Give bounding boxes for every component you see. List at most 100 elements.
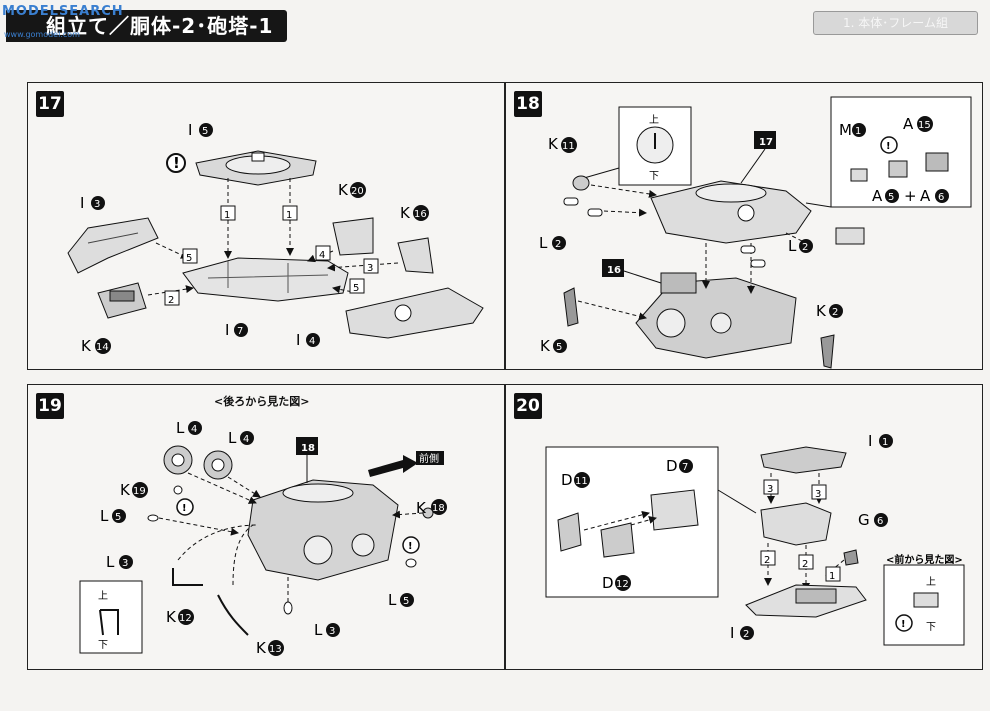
svg-text:3: 3	[122, 558, 128, 569]
step-18-diagram: 上 下 17 16	[539, 96, 972, 369]
svg-text:19: 19	[133, 486, 146, 497]
part-l5b	[405, 558, 417, 568]
step-17-panel: 17 !	[27, 82, 505, 370]
svg-text:11: 11	[562, 141, 575, 152]
svg-text:17: 17	[759, 137, 773, 148]
svg-text:I: I	[730, 624, 734, 642]
part-k11	[572, 175, 590, 191]
part-i3	[67, 217, 159, 274]
svg-text:4: 4	[191, 424, 197, 435]
svg-text:L: L	[106, 553, 115, 571]
svg-text:D: D	[602, 574, 614, 592]
svg-text:7: 7	[237, 326, 243, 337]
svg-text:3: 3	[815, 489, 821, 500]
svg-text:I: I	[225, 321, 229, 339]
part-l2	[587, 208, 603, 217]
svg-text:4: 4	[243, 434, 249, 445]
part-g6	[843, 549, 859, 566]
svg-text:2: 2	[802, 242, 808, 253]
svg-text:18: 18	[432, 503, 445, 514]
svg-text:2: 2	[802, 559, 808, 570]
svg-text:1: 1	[224, 210, 230, 221]
svg-text:上: 上	[649, 114, 659, 126]
view-caption: <後ろから見た図>	[214, 395, 310, 408]
part-l3	[283, 601, 293, 615]
svg-text:I: I	[80, 194, 84, 212]
detail-inset	[545, 446, 719, 598]
svg-text:下: 下	[98, 640, 108, 651]
svg-text:1: 1	[829, 571, 835, 582]
svg-text:K: K	[400, 204, 411, 222]
svg-text:!: !	[901, 619, 906, 630]
svg-text:+: +	[904, 187, 917, 205]
svg-text:L: L	[539, 234, 548, 252]
part-labels: D 11 D 7 D 12 I 1 G 6 I 2	[561, 432, 893, 642]
front-direction-arrow: 前側	[368, 451, 444, 477]
svg-text:A: A	[920, 187, 931, 205]
watermark-url: www.gomodel.com	[4, 30, 80, 39]
svg-text:5: 5	[888, 192, 894, 203]
svg-text:16: 16	[414, 209, 427, 220]
part-i4	[345, 287, 484, 339]
part-l2b	[740, 245, 756, 254]
svg-text:<前から見た図>: <前から見た図>	[886, 553, 963, 566]
svg-text:上: 上	[926, 576, 936, 588]
part-labels: I 5 I 3 K 20 K 16 I 7 K 14 I 4	[80, 121, 429, 355]
step-number: 17	[36, 91, 64, 117]
caution-icon: !	[402, 536, 420, 554]
svg-text:K: K	[416, 499, 427, 517]
svg-text:20: 20	[351, 186, 364, 197]
part-labels: L 4 L 4 K 19 L 5 L 3 K 12 K 13 L 3 K 18 …	[100, 419, 447, 657]
part-l2b	[750, 259, 766, 268]
assembly-16	[635, 272, 797, 359]
svg-text:I: I	[188, 121, 192, 139]
step-19-panel: 19 <後ろから見た図> 18 前側	[27, 384, 505, 670]
svg-text:2: 2	[743, 629, 749, 640]
svg-text:!: !	[173, 154, 180, 172]
svg-text:6: 6	[877, 516, 883, 527]
step-18-panel: 18 上 下 17	[505, 82, 983, 370]
step-20-diagram: 1 2 2 3 3 <前から見た図> 上 ! 下 D 11 D 7 D 1	[545, 432, 965, 646]
svg-text:2: 2	[555, 239, 561, 250]
watermark-logo: MODELSEARCH	[2, 4, 124, 19]
svg-text:L: L	[228, 429, 237, 447]
svg-text:!: !	[182, 503, 187, 514]
assembly-18	[247, 479, 399, 581]
svg-text:4: 4	[309, 336, 315, 347]
order-marks: 1 2 2 3 3	[760, 479, 841, 582]
svg-text:5: 5	[556, 342, 562, 353]
svg-text:I: I	[868, 432, 872, 450]
caution-icon: !	[166, 153, 186, 173]
subassembly	[760, 502, 832, 546]
part-k20	[332, 217, 374, 256]
svg-text:!: !	[886, 141, 891, 152]
step-20-panel: 20 1	[505, 384, 983, 670]
part-k19	[173, 485, 183, 495]
front-view-inset: <前から見た図> 上 ! 下	[883, 553, 965, 646]
detail-inset: !	[830, 96, 972, 208]
step-number: 18	[514, 91, 542, 117]
svg-text:L: L	[388, 591, 397, 609]
part-l2	[563, 197, 579, 206]
svg-text:L: L	[100, 507, 109, 525]
svg-text:1: 1	[855, 126, 861, 137]
svg-text:D: D	[561, 471, 573, 489]
svg-text:2: 2	[832, 307, 838, 318]
part-k5	[563, 287, 579, 327]
svg-text:L: L	[176, 419, 185, 437]
svg-text:18: 18	[301, 443, 315, 454]
svg-text:K: K	[540, 337, 551, 355]
svg-text:K: K	[81, 337, 92, 355]
part-l5	[147, 514, 159, 522]
step-17-diagram: !	[67, 121, 484, 355]
svg-text:K: K	[166, 608, 177, 626]
page-header: 組立て／胴体-2･砲塔-1 MODELSEARCH www.gomodel.co…	[0, 0, 990, 52]
svg-text:下: 下	[926, 622, 936, 633]
part-i5	[195, 150, 317, 186]
svg-text:L: L	[788, 237, 797, 255]
part-k16	[397, 237, 434, 274]
svg-text:K: K	[256, 639, 267, 657]
part-k13	[217, 594, 249, 636]
svg-text:5: 5	[186, 253, 192, 264]
step-number: 20	[514, 393, 542, 419]
